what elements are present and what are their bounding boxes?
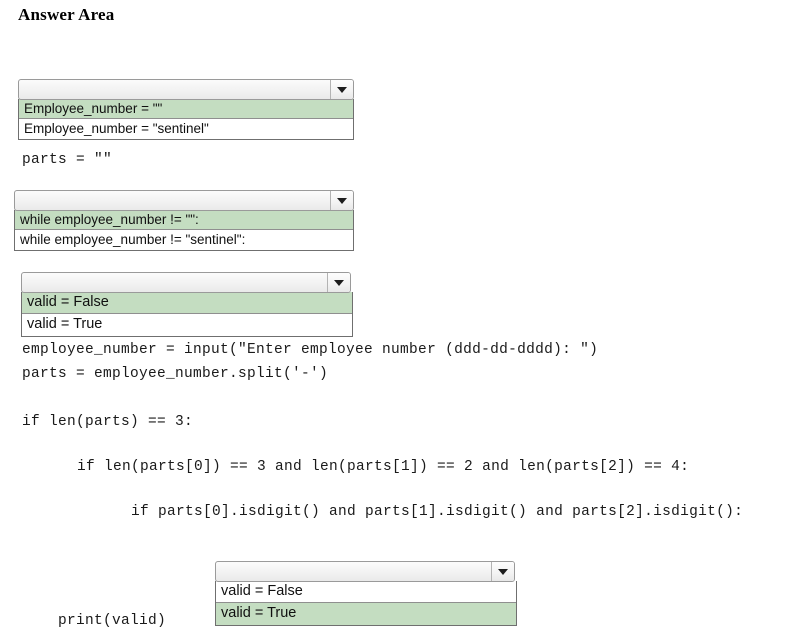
chevron-down-glyph [498,568,508,575]
chevron-down-glyph [337,86,347,93]
chevron-down-icon[interactable] [491,562,514,581]
dropdown-valid-assign-list[interactable]: valid = False valid = True [215,581,517,626]
dropdown-option[interactable]: valid = False [216,581,516,603]
dropdown-option[interactable]: Employee_number = "" [19,99,353,119]
page-title: Answer Area [18,5,115,24]
dropdown-option[interactable]: while employee_number != "sentinel": [15,230,353,250]
dropdown-valid-init[interactable]: valid = False valid = True [21,272,353,337]
dropdown-option[interactable]: valid = True [216,603,516,625]
code-line-if-isdigit: if parts[0].isdigit() and parts[1].isdig… [131,504,744,520]
dropdown-valid-assign-closed[interactable] [215,561,515,582]
dropdown-valid-init-list[interactable]: valid = False valid = True [21,292,353,337]
dropdown-valid-assign[interactable]: valid = False valid = True [215,561,517,626]
dropdown-while-condition-list[interactable]: while employee_number != "": while emplo… [14,210,354,251]
dropdown-option[interactable]: Employee_number = "sentinel" [19,119,353,139]
dropdown-option[interactable]: while employee_number != "": [15,210,353,230]
code-line-if-len-parts: if len(parts) == 3: [22,414,194,430]
chevron-down-icon[interactable] [330,191,353,210]
dropdown-valid-init-closed[interactable] [21,272,351,293]
dropdown-option[interactable]: valid = True [22,314,352,336]
dropdown-while-condition[interactable]: while employee_number != "": while emplo… [14,190,354,251]
code-line-split: parts = employee_number.split('-') [22,366,329,382]
dropdown-employee-number-init-closed[interactable] [18,79,354,100]
code-line-if-part-lengths: if len(parts[0]) == 3 and len(parts[1]) … [77,459,690,475]
chevron-down-glyph [334,279,344,286]
dropdown-employee-number-init-list[interactable]: Employee_number = "" Employee_number = "… [18,99,354,140]
dropdown-employee-number-init[interactable]: Employee_number = "" Employee_number = "… [18,79,354,140]
code-line-input: employee_number = input("Enter employee … [22,342,599,358]
chevron-down-icon[interactable] [330,80,353,99]
chevron-down-glyph [337,197,347,204]
code-line-print: print(valid) [58,613,167,629]
dropdown-while-condition-closed[interactable] [14,190,354,211]
chevron-down-icon[interactable] [327,273,350,292]
dropdown-option[interactable]: valid = False [22,292,352,314]
code-line-parts-init: parts = "" [22,152,113,168]
